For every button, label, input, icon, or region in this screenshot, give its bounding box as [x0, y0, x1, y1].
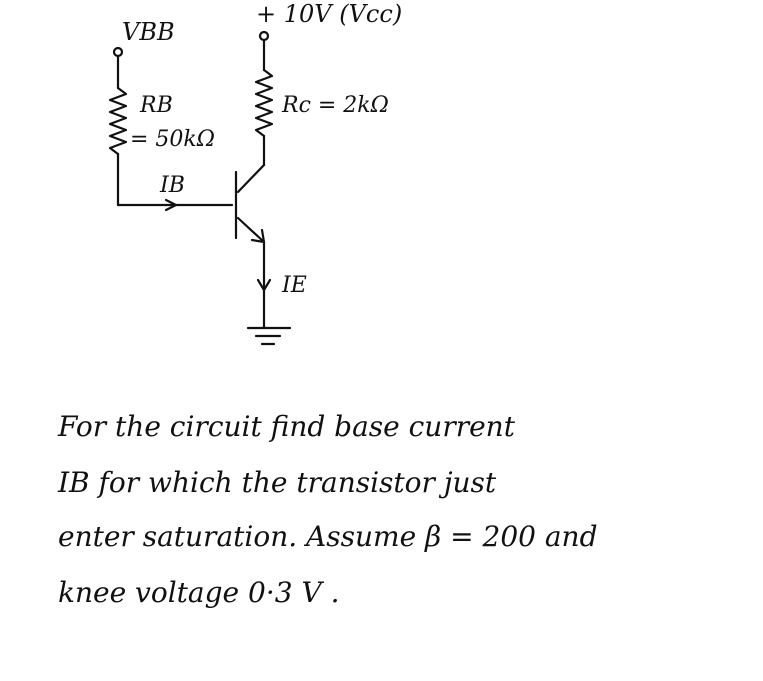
ie-label: IE [281, 273, 307, 298]
question-line-3: enter saturation. Assume β = 200 and [58, 520, 598, 553]
question-line-1: For the circuit find base current [57, 410, 516, 443]
rb-name: RB [139, 93, 173, 118]
rb-value: = 50kΩ [130, 127, 215, 152]
transistor-emitter [236, 216, 266, 244]
ib-label: IB [159, 173, 185, 198]
rc-label: Rc = 2kΩ [281, 93, 389, 118]
question-line-4: knee voltage 0·3 V . [58, 576, 339, 609]
transistor-collector [236, 163, 266, 194]
vcc-terminal [258, 30, 270, 42]
vbb-label: VBB [122, 18, 175, 46]
ib-arrow [164, 198, 178, 212]
question-text: For the circuit find base current IB for… [57, 410, 598, 609]
vcc-label: + 10V (Vcc) [256, 0, 402, 28]
vbb-terminal [112, 46, 124, 58]
question-line-2: IB for which the transistor just [57, 466, 497, 499]
rb-resistor [108, 86, 128, 156]
rc-resistor [254, 68, 274, 138]
ground-icon [246, 326, 292, 346]
ie-arrow [256, 278, 272, 292]
